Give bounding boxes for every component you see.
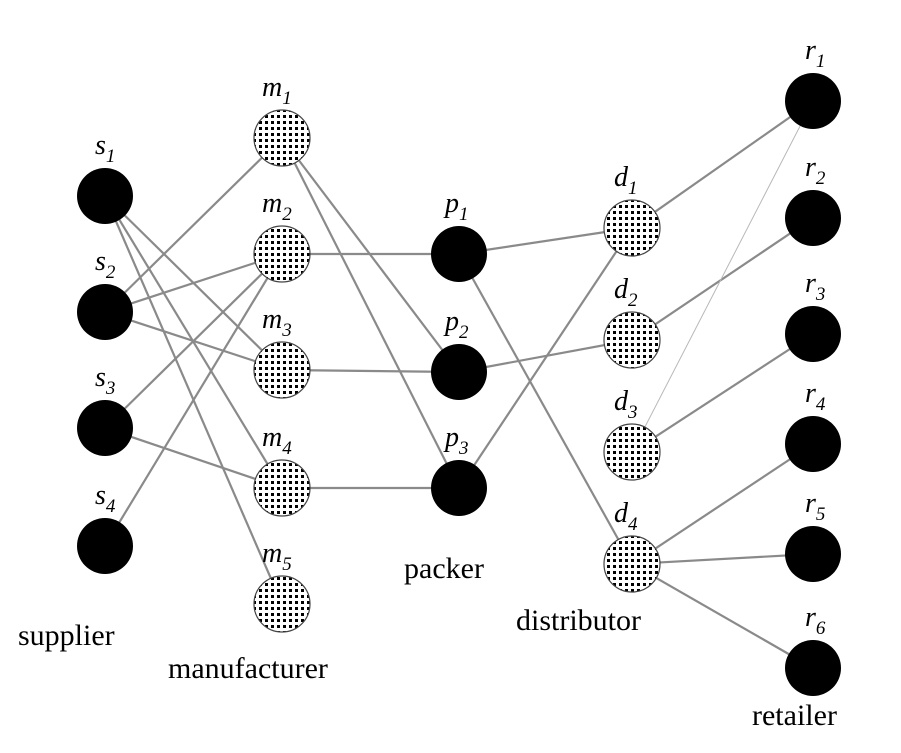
caption-retailer: retailer xyxy=(752,699,837,732)
node-r1 xyxy=(785,73,841,129)
node-d4 xyxy=(603,535,661,593)
node-r2 xyxy=(785,190,841,246)
label-m2: m2 xyxy=(262,188,292,225)
label-r3: r3 xyxy=(805,268,825,305)
node-m3 xyxy=(253,341,311,399)
node-s1 xyxy=(77,168,133,224)
edge-s2-m2 xyxy=(104,252,283,314)
node-s4 xyxy=(77,518,133,574)
label-d4: d4 xyxy=(614,498,638,535)
node-r3 xyxy=(785,306,841,362)
label-r6: r6 xyxy=(805,602,826,639)
node-r4 xyxy=(785,416,841,472)
edge-p2-d2 xyxy=(458,338,633,374)
label-p3: p3 xyxy=(443,422,469,459)
label-m4: m4 xyxy=(262,422,292,459)
labels-layer: s1s2s3s4m1m2m3m4m5p1p2p3d1d2d3d4r1r2r3r4… xyxy=(95,35,826,639)
label-s3: s3 xyxy=(95,362,115,399)
label-s2: s2 xyxy=(95,246,116,283)
node-d3 xyxy=(603,423,661,481)
label-m3: m3 xyxy=(262,304,292,341)
label-s1: s1 xyxy=(95,130,115,167)
edge-s4-m2 xyxy=(104,253,283,547)
caption-packer: packer xyxy=(404,552,484,585)
label-r2: r2 xyxy=(805,152,826,189)
captions-layer: supplier manufacturer packer distributor… xyxy=(18,552,837,732)
edge-s3-m4 xyxy=(104,426,283,490)
caption-manufacturer: manufacturer xyxy=(168,652,328,685)
edges-layer xyxy=(103,100,814,669)
label-d2: d2 xyxy=(614,274,638,311)
node-d2 xyxy=(603,311,661,369)
label-r4: r4 xyxy=(805,378,826,415)
edge-d4-r5 xyxy=(631,552,814,566)
edge-d3-r1 xyxy=(631,100,814,453)
label-p2: p2 xyxy=(443,306,469,343)
edge-d4-r6 xyxy=(631,563,814,669)
edge-p1-d4 xyxy=(458,253,633,565)
label-d1: d1 xyxy=(614,162,638,199)
node-s3 xyxy=(77,400,133,456)
caption-distributor: distributor xyxy=(516,604,641,637)
edge-p1-d1 xyxy=(458,226,633,256)
label-p1: p1 xyxy=(443,188,469,225)
node-r5 xyxy=(785,526,841,582)
edge-d3-r3 xyxy=(631,333,814,453)
node-s2 xyxy=(77,284,133,340)
node-m2 xyxy=(253,225,311,283)
label-d3: d3 xyxy=(614,386,638,423)
edge-m3-p2 xyxy=(281,368,460,374)
nodes-layer xyxy=(77,73,841,696)
node-p1 xyxy=(431,226,487,282)
edge-d4-r4 xyxy=(631,443,814,565)
label-r1: r1 xyxy=(805,35,825,72)
label-r5: r5 xyxy=(805,488,825,525)
node-m5 xyxy=(253,575,311,633)
label-m1: m1 xyxy=(262,72,292,109)
node-d1 xyxy=(603,199,661,257)
edge-s3-m2 xyxy=(104,253,283,429)
node-m4 xyxy=(253,459,311,517)
node-p3 xyxy=(431,460,487,516)
edge-m1-p3 xyxy=(281,137,460,489)
node-r6 xyxy=(785,640,841,696)
node-p2 xyxy=(431,344,487,400)
caption-supplier: supplier xyxy=(18,619,115,652)
edge-d2-r2 xyxy=(631,217,814,341)
edge-d1-r1 xyxy=(631,100,814,229)
edge-p3-d1 xyxy=(458,227,633,489)
node-m1 xyxy=(253,109,311,167)
edge-s2-m1 xyxy=(104,137,283,313)
label-s4: s4 xyxy=(95,480,116,517)
